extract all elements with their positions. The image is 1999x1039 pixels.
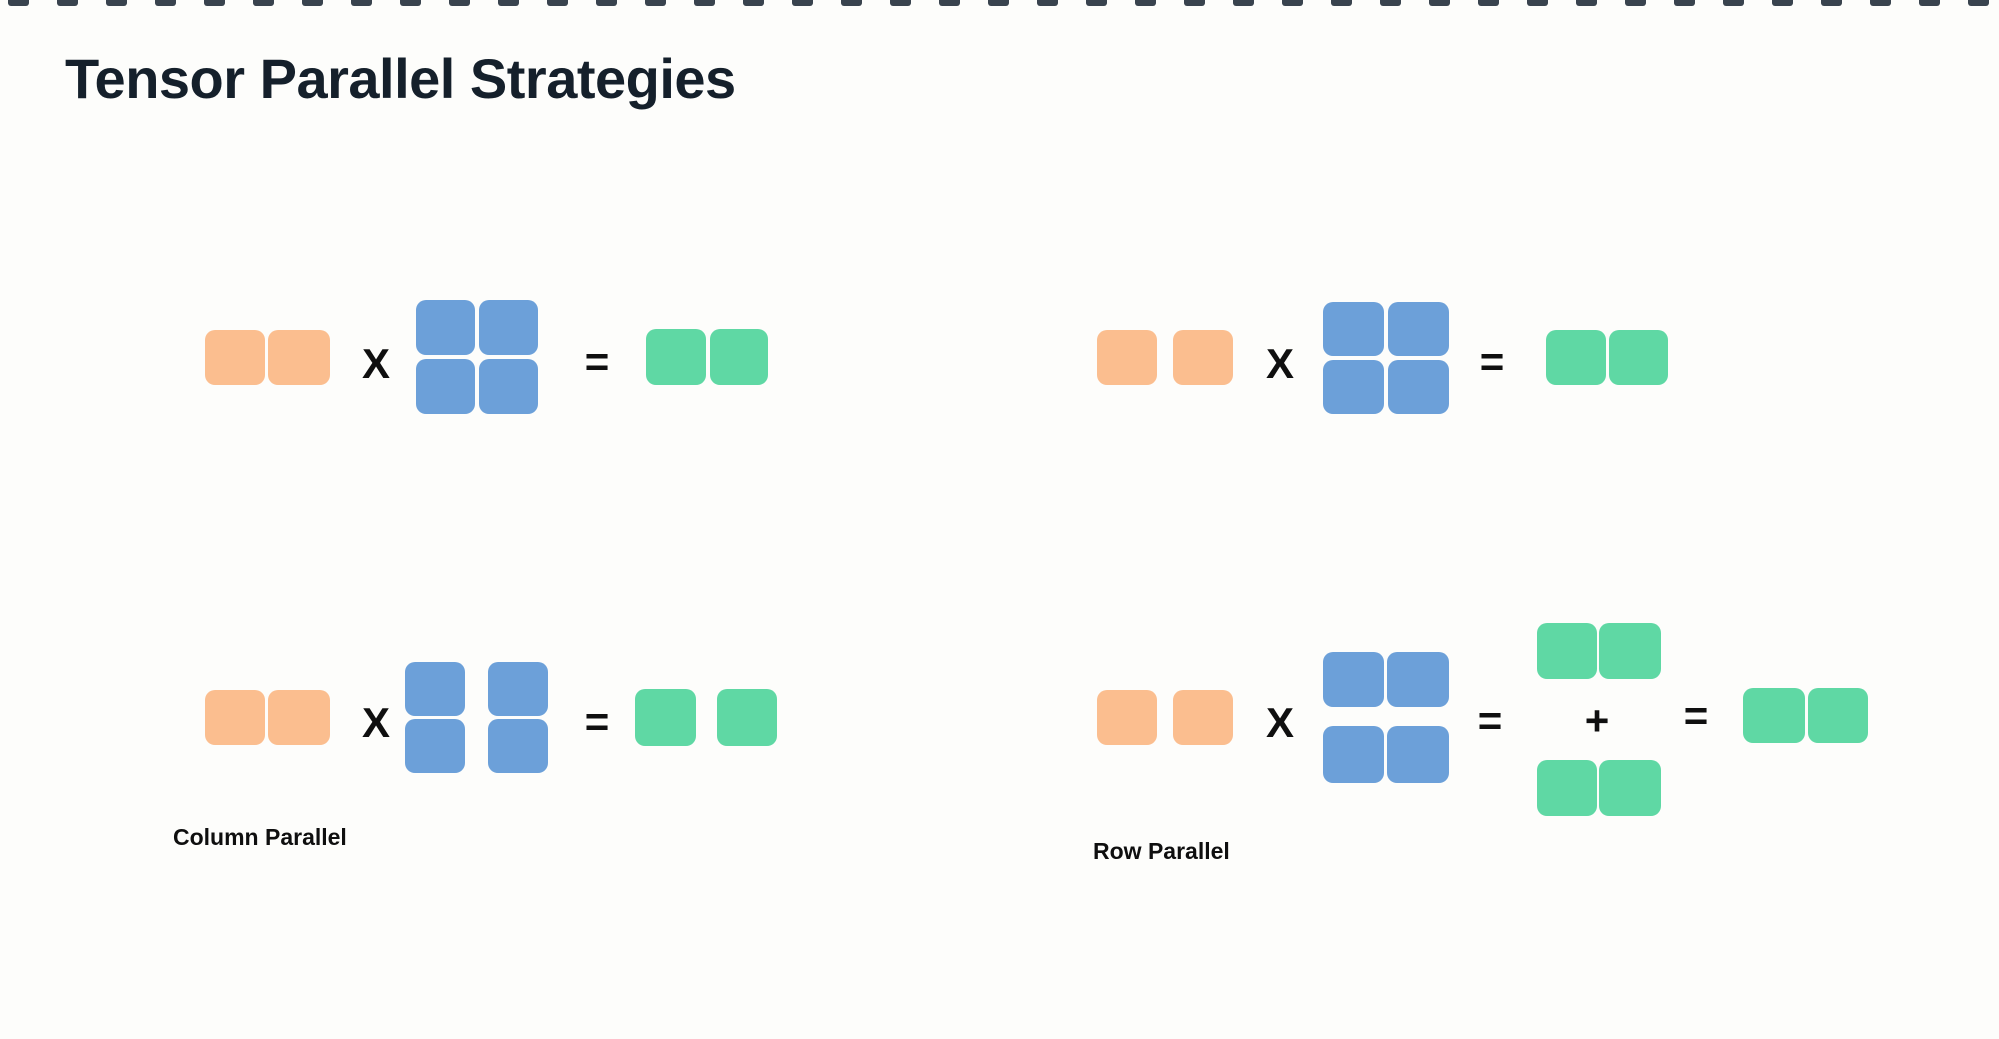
- top-strip-square: [694, 0, 715, 6]
- input-block: [1173, 690, 1233, 745]
- weight-block: [488, 662, 548, 716]
- weight-block: [1387, 726, 1449, 783]
- weight-block: [479, 300, 538, 355]
- weight-block: [1323, 726, 1384, 783]
- top-strip-square: [547, 0, 568, 6]
- top-strip-square: [1527, 0, 1548, 6]
- equals-operator: =: [1477, 697, 1503, 744]
- top-decoration-strip: [0, 0, 1999, 6]
- top-strip-square: [253, 0, 274, 6]
- row-parallel-label: Row Parallel: [1093, 838, 1230, 864]
- weight-block: [1388, 360, 1449, 414]
- partial-output-block: [1537, 623, 1597, 679]
- top-strip-square: [1331, 0, 1352, 6]
- top-strip-square: [1037, 0, 1058, 6]
- page-title: Tensor Parallel Strategies: [65, 47, 736, 110]
- equals-operator: =: [1479, 338, 1505, 385]
- top-strip-square: [1723, 0, 1744, 6]
- weight-block: [416, 359, 475, 414]
- output-block: [717, 689, 777, 746]
- weight-block: [1323, 360, 1384, 414]
- weight-block: [488, 719, 548, 773]
- output-block: [635, 689, 696, 746]
- top-strip-square: [1184, 0, 1205, 6]
- weight-block: [1323, 652, 1384, 707]
- top-strip-square: [1625, 0, 1646, 6]
- top-strip-square: [204, 0, 225, 6]
- top-strip-square: [1870, 0, 1891, 6]
- output-block: [1808, 688, 1868, 743]
- partial-output-block: [1537, 760, 1597, 816]
- top-strip-square: [1576, 0, 1597, 6]
- multiply-operator: X: [361, 699, 391, 746]
- top-strip-square: [1282, 0, 1303, 6]
- weight-block: [1387, 652, 1449, 707]
- top-strip-square: [8, 0, 29, 6]
- weight-block: [405, 662, 465, 716]
- top-strip-square: [57, 0, 78, 6]
- input-block: [205, 690, 265, 745]
- top-strip-square: [1478, 0, 1499, 6]
- top-strip-square: [302, 0, 323, 6]
- multiply-operator: X: [1265, 699, 1295, 746]
- top-strip-square: [1821, 0, 1842, 6]
- top-strip-square: [449, 0, 470, 6]
- top-strip-square: [1429, 0, 1450, 6]
- top-strip-square: [1233, 0, 1254, 6]
- top-strip-square: [596, 0, 617, 6]
- input-block: [1173, 330, 1233, 385]
- top-strip-square: [1919, 0, 1940, 6]
- output-block: [646, 329, 706, 385]
- multiply-operator: X: [361, 340, 391, 387]
- top-strip-square: [1135, 0, 1156, 6]
- output-block: [1546, 330, 1606, 385]
- equals-operator: =: [584, 698, 610, 745]
- top-strip-square: [743, 0, 764, 6]
- plus-operator: +: [1584, 697, 1610, 744]
- top-strip-square: [1968, 0, 1989, 6]
- input-block: [268, 690, 330, 745]
- equals-operator: =: [584, 338, 610, 385]
- weight-block: [1388, 302, 1449, 356]
- output-block: [710, 329, 768, 385]
- weight-block: [1323, 302, 1384, 356]
- top-strip-square: [890, 0, 911, 6]
- input-block: [268, 330, 330, 385]
- input-block: [1097, 690, 1157, 745]
- top-strip-square: [155, 0, 176, 6]
- input-block: [1097, 330, 1157, 385]
- top-strip-square: [645, 0, 666, 6]
- top-strip-square: [1380, 0, 1401, 6]
- top-strip-square: [939, 0, 960, 6]
- top-strip-square: [351, 0, 372, 6]
- multiply-operator: X: [1265, 340, 1295, 387]
- top-strip-square: [792, 0, 813, 6]
- top-strip-square: [498, 0, 519, 6]
- partial-output-block: [1599, 623, 1661, 679]
- top-strip-square: [988, 0, 1009, 6]
- weight-block: [479, 359, 538, 414]
- output-block: [1609, 330, 1668, 385]
- weight-block: [405, 719, 465, 773]
- top-strip-square: [106, 0, 127, 6]
- top-strip-square: [1674, 0, 1695, 6]
- output-block: [1743, 688, 1805, 743]
- equals-operator: =: [1683, 692, 1709, 739]
- top-strip-square: [400, 0, 421, 6]
- top-strip-square: [1086, 0, 1107, 6]
- top-strip-square: [1772, 0, 1793, 6]
- column-parallel-label: Column Parallel: [173, 824, 347, 850]
- partial-output-block: [1599, 760, 1661, 816]
- input-block: [205, 330, 265, 385]
- top-strip-square: [841, 0, 862, 6]
- weight-block: [416, 300, 475, 355]
